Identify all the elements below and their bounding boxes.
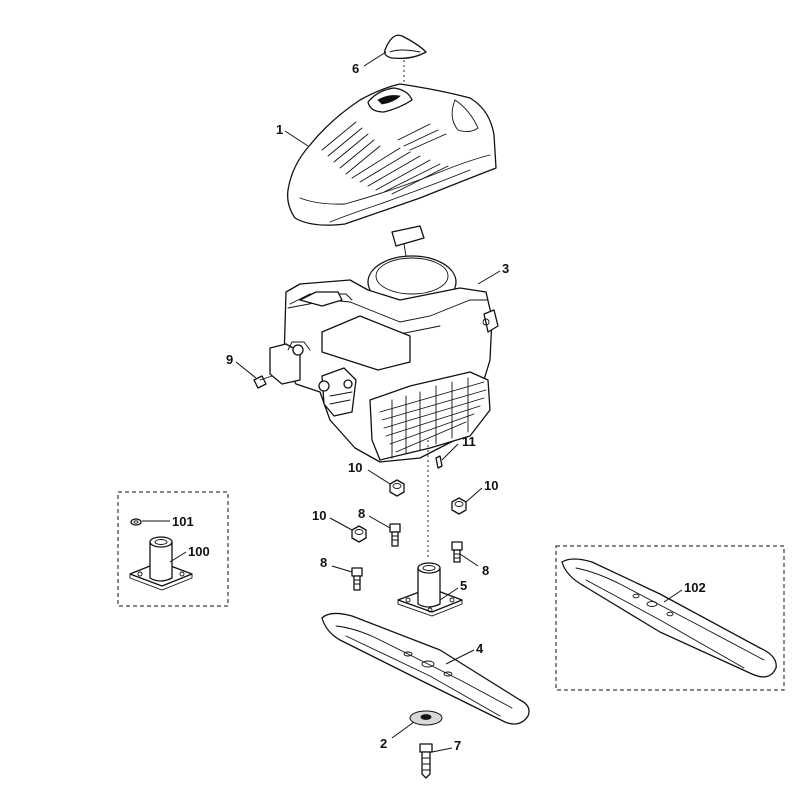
- callout-4: 4: [476, 641, 484, 656]
- alt-parts-box-left: [117, 491, 229, 607]
- part-nut-10-upper[interactable]: [389, 479, 405, 497]
- callout-10-upper: 10: [348, 460, 362, 475]
- callout-100: 100: [188, 544, 210, 559]
- callout-6: 6: [352, 61, 359, 76]
- callout-9: 9: [226, 352, 233, 367]
- alt-parts-box-right: [555, 545, 785, 691]
- callout-10-right: 10: [484, 478, 498, 493]
- callout-5: 5: [460, 578, 467, 593]
- part-nut-10-right[interactable]: [451, 497, 467, 515]
- part-blade-bolt[interactable]: [419, 743, 433, 779]
- part-engine[interactable]: [269, 225, 499, 463]
- part-screw-8-upper[interactable]: [389, 523, 401, 547]
- callout-7: 7: [454, 738, 461, 753]
- part-spacer-washer[interactable]: [409, 710, 443, 726]
- callout-2: 2: [380, 736, 387, 751]
- callout-8-upper: 8: [358, 506, 365, 521]
- part-carrier-alt[interactable]: [129, 536, 193, 591]
- part-nut-10-left[interactable]: [351, 525, 367, 543]
- part-bolt-9[interactable]: [253, 375, 273, 389]
- leader-lines: [142, 51, 683, 753]
- part-blade-carrier[interactable]: [397, 562, 463, 617]
- callout-1: 1: [276, 122, 283, 137]
- part-screw-8-lower[interactable]: [351, 567, 363, 591]
- part-key-11[interactable]: [435, 455, 443, 469]
- callout-11: 11: [462, 434, 476, 449]
- part-screw-8-right[interactable]: [451, 541, 463, 563]
- callout-10-left: 10: [312, 508, 326, 523]
- part-blade[interactable]: [321, 612, 530, 725]
- callout-8-lower: 8: [320, 555, 327, 570]
- callout-3: 3: [502, 261, 509, 276]
- part-cap[interactable]: [384, 34, 427, 60]
- callout-101: 101: [172, 514, 194, 529]
- callout-102: 102: [684, 580, 706, 595]
- callout-8-right: 8: [482, 563, 489, 578]
- part-washer-alt[interactable]: [130, 518, 142, 526]
- part-cover[interactable]: [287, 83, 497, 226]
- part-blade-alt[interactable]: [561, 558, 777, 678]
